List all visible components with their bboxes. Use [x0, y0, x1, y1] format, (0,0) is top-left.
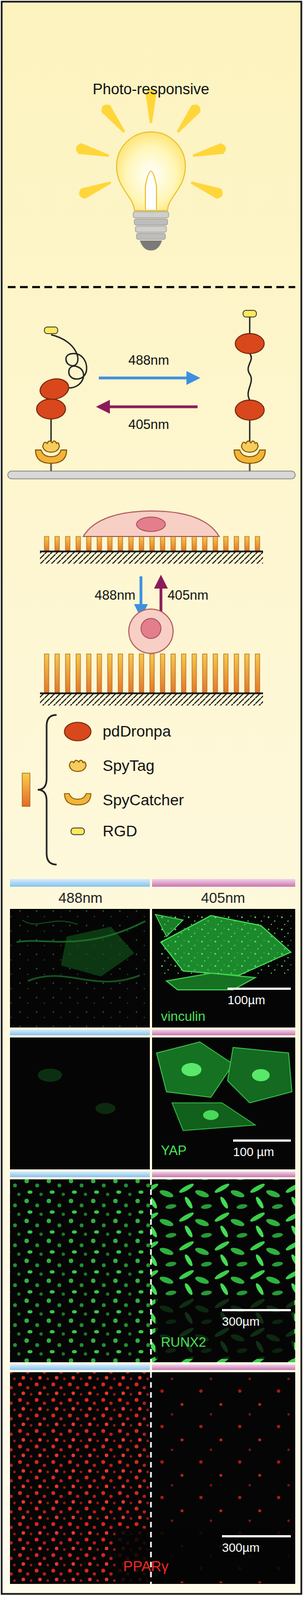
- legend-label: SpyCatcher: [102, 792, 184, 811]
- stain-label: YAP: [160, 1144, 187, 1160]
- light-bar: [152, 1173, 296, 1179]
- scale-bar: [221, 990, 291, 1539]
- stain-label: PPARγ: [123, 1560, 169, 1578]
- scale-label: 100µm: [227, 994, 266, 1009]
- micrograph: [9, 1374, 296, 1587]
- legend-label: pdDronpa: [102, 723, 171, 742]
- column-header: 405nm: [200, 891, 246, 908]
- molecular-schematic: [7, 310, 296, 480]
- light-bar: [152, 1366, 296, 1372]
- legend-label: RGD: [102, 823, 138, 842]
- light-bar: [9, 1173, 150, 1179]
- scale-label: 300µm: [221, 1542, 260, 1557]
- legend-label: SpyTag: [102, 758, 155, 776]
- scale-label: 300µm: [221, 1316, 260, 1331]
- wavelength-label: 488nm: [94, 588, 136, 604]
- legend-symbols: [22, 715, 92, 866]
- wavelength-label: 405nm: [167, 588, 209, 604]
- wavelength-label: 488nm: [128, 352, 169, 369]
- wavelength-label: 405nm: [128, 417, 169, 433]
- column-header: 488nm: [58, 891, 103, 908]
- divider: [7, 286, 296, 289]
- heading: Photo-responsive: [92, 81, 210, 99]
- light-bar: [9, 1031, 150, 1037]
- stain-label: vinculin: [160, 1010, 206, 1026]
- cell-schematic: [39, 511, 264, 707]
- light-bar: [9, 1366, 150, 1372]
- light-bar: [152, 1031, 296, 1037]
- micrograph: [9, 1180, 296, 1365]
- light-bar: [9, 880, 150, 888]
- scale-label: 100 µm: [233, 1146, 275, 1161]
- light-bulb: [74, 89, 228, 251]
- micrograph: [9, 910, 296, 1029]
- micrograph: [9, 1038, 296, 1171]
- light-bar: [152, 880, 296, 888]
- stain-label: RUNX2: [160, 1336, 206, 1352]
